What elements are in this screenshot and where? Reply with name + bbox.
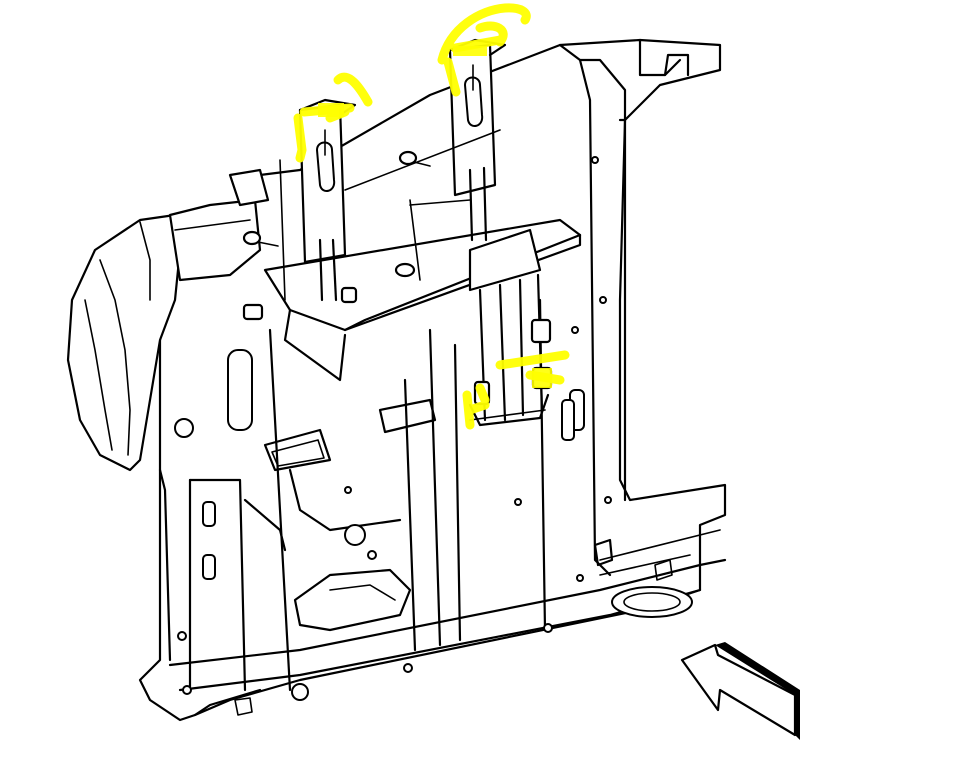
lower-recess [293,568,412,632]
handle-slot-middle [378,398,437,434]
headlamp-housing-side [66,168,270,472]
highlight-fill-left [318,103,344,117]
highlight-bracket-right [437,3,531,97]
highlight-fill-right [453,46,487,56]
center-guide-rails [469,273,552,422]
highlight-lower-clips [462,350,570,430]
oval-slot [227,349,253,431]
highlight-fill-clip [532,368,552,388]
center-crossbar [263,218,582,382]
direction-arrow [680,642,800,740]
highlight-marks [293,3,570,430]
bottom-oval-opening [611,586,693,618]
handle-slot-left [263,428,332,472]
upper-bracket-left [298,98,357,302]
mounting-studs [242,129,501,301]
radiator-support-panel [138,38,727,722]
round-hole [174,418,194,438]
